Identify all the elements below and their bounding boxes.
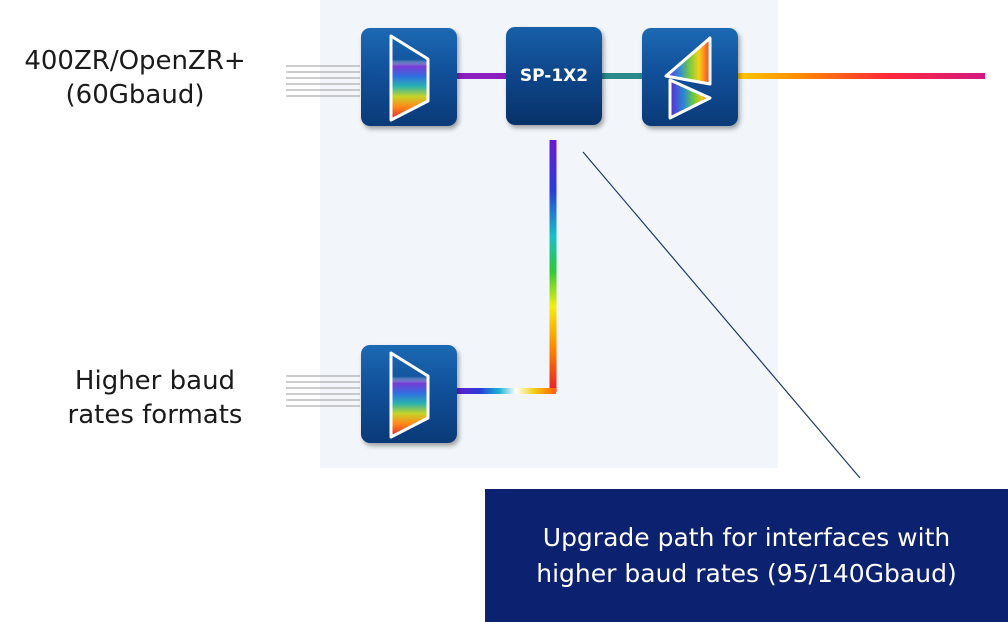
input-label-higher-baud-line1: Higher baud: [74, 366, 236, 396]
mux-prism-icon: [389, 351, 430, 439]
demultiplexer-output: [642, 28, 738, 126]
multiplexer-top: [361, 28, 457, 126]
mux-prism-icon: [389, 34, 430, 122]
multiplexer-bottom: [361, 345, 457, 443]
input-label-higher-baud: Higher baud rates formats: [0, 364, 310, 432]
input-label-400zr-line1: 400ZR/OpenZR+: [24, 46, 246, 76]
upgrade-path-callout: Upgrade path for interfaces with higher …: [485, 489, 1008, 622]
input-fibers-bottom: [286, 375, 360, 407]
callout-line2: higher baud rates (95/140Gbaud): [536, 558, 957, 588]
input-label-400zr-line2: (60Gbaud): [65, 80, 205, 110]
splitter-label: SP-1X2: [519, 66, 589, 86]
input-label-400zr: 400ZR/OpenZR+ (60Gbaud): [0, 44, 270, 112]
dual-prism-icon: [664, 36, 712, 120]
splitter-sp-1x2: SP-1X2: [506, 27, 602, 125]
input-label-higher-baud-line2: rates formats: [67, 400, 243, 430]
input-fibers-top: [286, 65, 360, 97]
callout-line1: Upgrade path for interfaces with: [542, 522, 951, 552]
callout-leader-line: [582, 151, 861, 479]
